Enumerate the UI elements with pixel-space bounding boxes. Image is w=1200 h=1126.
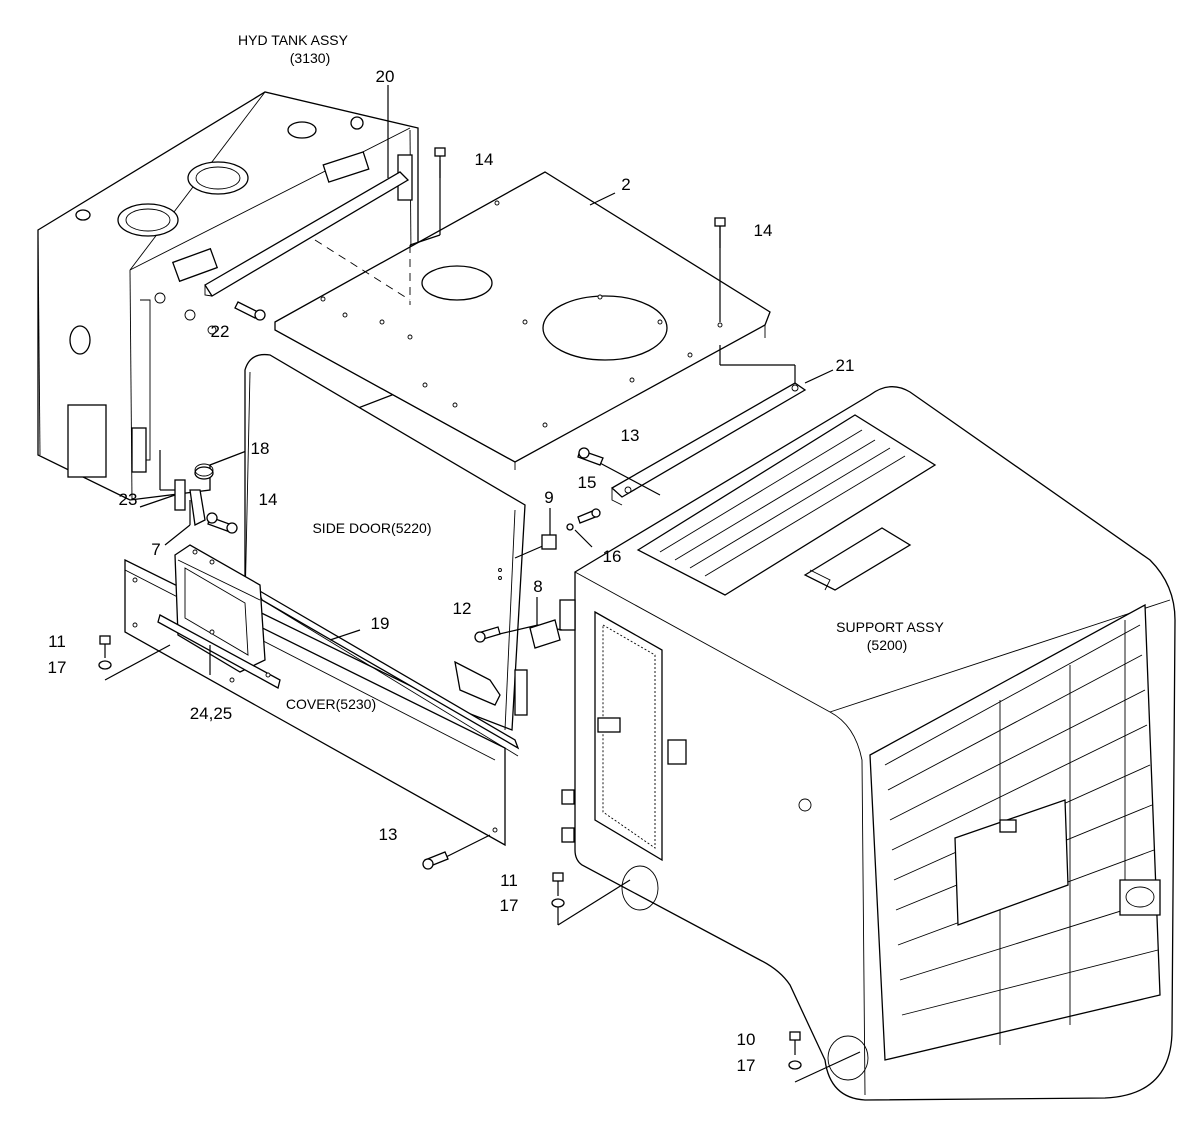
bracket-20 bbox=[204, 171, 410, 297]
callout-17: 17 bbox=[48, 658, 67, 677]
callout-10: 10 bbox=[737, 1030, 756, 1049]
cover-label: COVER(5230) bbox=[286, 696, 376, 712]
support-assembly bbox=[559, 386, 1176, 1101]
callout-24-25: 24,25 bbox=[190, 704, 233, 723]
washer-17-middle bbox=[551, 898, 565, 908]
side-door bbox=[244, 353, 528, 731]
plate-holes bbox=[320, 200, 723, 428]
washer-17-left bbox=[98, 660, 112, 670]
callout-20: 20 bbox=[376, 67, 395, 86]
handle-24-25 bbox=[157, 544, 281, 689]
washer-16 bbox=[566, 523, 574, 531]
callout-11: 11 bbox=[500, 871, 518, 890]
callout-17: 17 bbox=[737, 1056, 756, 1075]
callout-15: 15 bbox=[578, 473, 597, 492]
callout-9: 9 bbox=[544, 488, 553, 507]
callout-22: 22 bbox=[211, 322, 230, 341]
bolt-12 bbox=[474, 626, 501, 643]
support-assy-code: (5200) bbox=[867, 637, 907, 653]
callout-23: 23 bbox=[119, 490, 138, 509]
callout-14: 14 bbox=[475, 150, 494, 169]
callout-13: 13 bbox=[621, 426, 640, 445]
bolt-22 bbox=[234, 301, 266, 321]
bracket-21 bbox=[610, 382, 807, 506]
bolt-14-right bbox=[714, 217, 726, 248]
callout-labels: 20 14 2 14 22 21 13 18 14 23 7 9 15 16 8… bbox=[48, 67, 855, 1075]
bolt-15 bbox=[577, 508, 601, 524]
hyd-tank-assy-label: HYD TANK ASSY bbox=[238, 32, 349, 48]
callout-19: 19 bbox=[371, 614, 390, 633]
hyd-tank-assy-code: (3130) bbox=[290, 50, 330, 66]
callout-8: 8 bbox=[533, 577, 542, 596]
bolt-10 bbox=[789, 1031, 801, 1055]
bolt-11-middle bbox=[552, 872, 564, 896]
bolt-11-left bbox=[99, 635, 111, 658]
side-door-label: SIDE DOOR(5220) bbox=[312, 520, 431, 536]
callout-14: 14 bbox=[754, 221, 773, 240]
top-plate-2 bbox=[274, 171, 771, 470]
callout-17: 17 bbox=[500, 896, 519, 915]
callout-18: 18 bbox=[251, 439, 270, 458]
callout-14: 14 bbox=[259, 490, 278, 509]
clip-9 bbox=[541, 534, 557, 550]
support-assy-label: SUPPORT ASSY bbox=[836, 619, 944, 635]
callout-2: 2 bbox=[621, 175, 630, 194]
callout-7: 7 bbox=[151, 540, 160, 559]
bolt-13-lower bbox=[422, 851, 449, 870]
bolt-13-upper bbox=[577, 447, 604, 466]
callout-12: 12 bbox=[453, 599, 472, 618]
fasteners bbox=[98, 147, 802, 1070]
hinge-23 bbox=[174, 479, 186, 511]
callout-16: 16 bbox=[603, 547, 622, 566]
washer-17-bottom bbox=[788, 1060, 802, 1070]
bolt-14-top bbox=[434, 147, 446, 178]
callout-21: 21 bbox=[836, 356, 855, 375]
clip-8 bbox=[529, 619, 561, 649]
hinge-7 bbox=[189, 489, 218, 526]
plug-18 bbox=[194, 463, 214, 480]
callout-13: 13 bbox=[379, 825, 398, 844]
callout-11: 11 bbox=[48, 632, 66, 651]
